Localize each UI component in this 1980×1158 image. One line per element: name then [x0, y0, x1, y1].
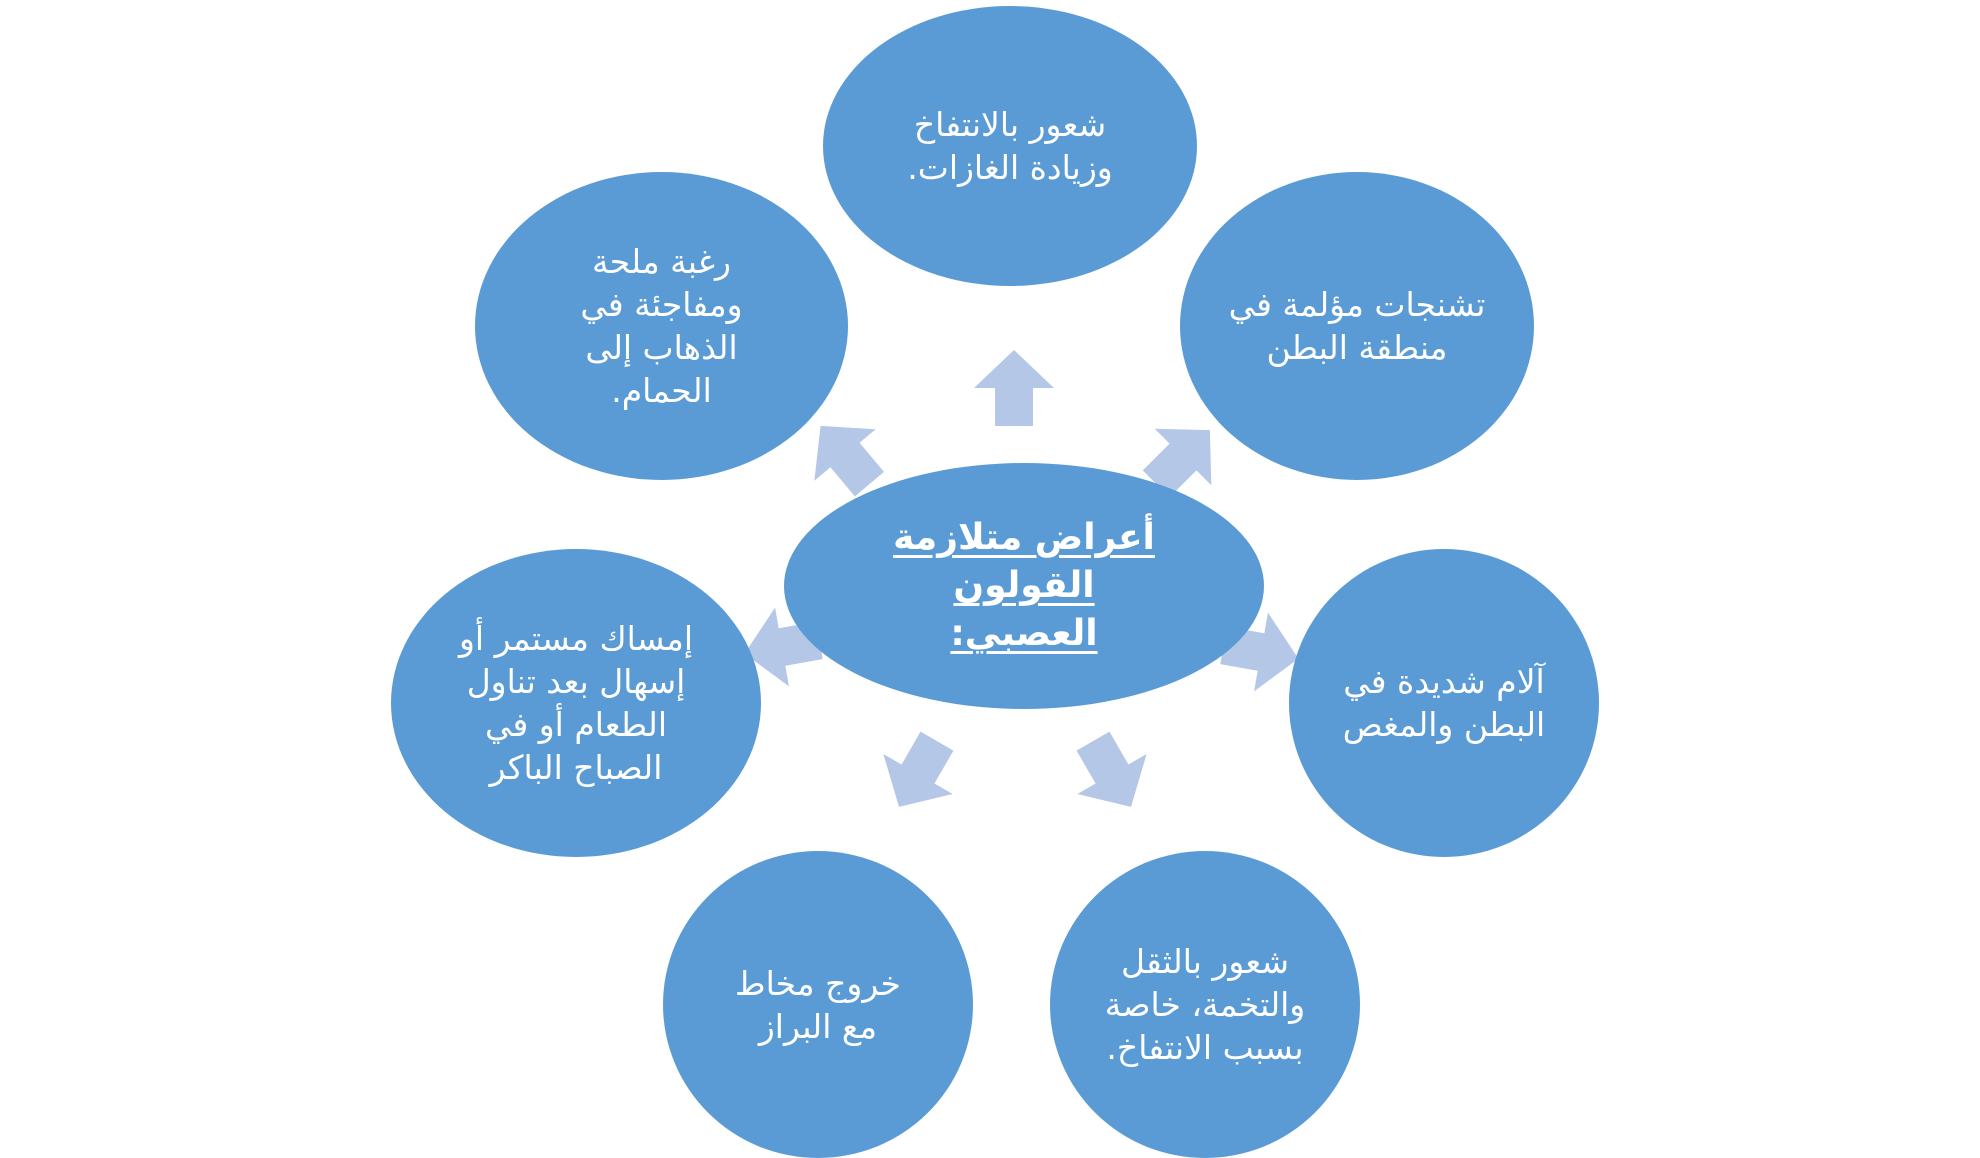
arrow-to-bloating: [974, 350, 1054, 426]
symptom-heaviness-text: شعور بالثقل والتخمة، خاصة بسبب الانتفاخ.: [1104, 942, 1306, 1067]
arrow-to-cramps: [1142, 428, 1212, 498]
symptom-abdominal-pain-text: آلام شديدة في البطن والمغص: [1342, 662, 1546, 744]
symptom-node-heaviness: شعور بالثقل والتخمة، خاصة بسبب الانتفاخ.: [1050, 851, 1360, 1158]
symptom-constipation-diarrhea-text: إمساك مستمر أو إسهال بعد تناول الطعام أو…: [459, 619, 693, 787]
center-title: أعراض متلازمة القولون العصبي:: [893, 517, 1155, 654]
arrow-to-urgency: [814, 425, 884, 497]
symptom-cramps-text: تشنجات مؤلمة في منطقة البطن: [1228, 285, 1486, 367]
symptom-mucus-text: خروج مخاط مع البراز: [735, 963, 901, 1046]
symptom-urgency-text: رغبة ملحة ومفاجئة في الذهاب إلى الحمام.: [580, 242, 743, 410]
symptom-node-abdominal-pain: آلام شديدة في البطن والمغص: [1289, 549, 1599, 857]
symptom-node-urgency: رغبة ملحة ومفاجئة في الذهاب إلى الحمام.: [475, 172, 848, 480]
symptom-node-mucus: خروج مخاط مع البراز: [663, 851, 973, 1158]
symptom-node-cramps: تشنجات مؤلمة في منطقة البطن: [1180, 172, 1534, 480]
center-node: أعراض متلازمة القولون العصبي:: [784, 463, 1264, 709]
arrow-to-heaviness: [1076, 731, 1147, 807]
symptom-bloating-text: شعور بالانتفاخ وزيادة الغازات.: [907, 105, 1113, 187]
arrow-to-mucus: [883, 731, 954, 807]
symptom-node-constipation-diarrhea: إمساك مستمر أو إسهال بعد تناول الطعام أو…: [391, 549, 761, 857]
symptom-node-bloating: شعور بالانتفاخ وزيادة الغازات.: [823, 6, 1197, 286]
